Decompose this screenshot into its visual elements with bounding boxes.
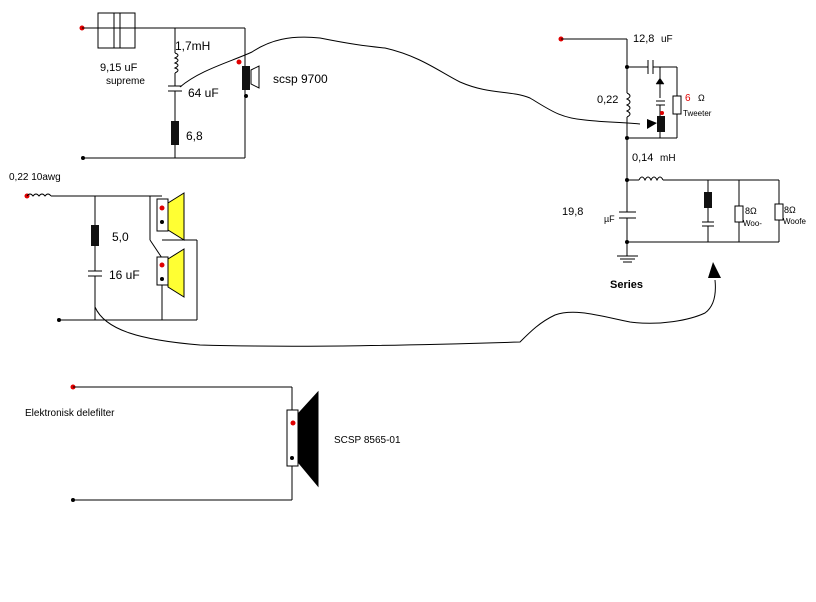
- woofer2-label: Woofe: [783, 217, 807, 226]
- woofer-bottom-label: SCSP 8565-01: [334, 435, 401, 446]
- mid-left-circuit: 0,22 10awg 5,0 16 uF: [9, 172, 198, 322]
- woofer-zobel-resistor: [704, 192, 712, 208]
- res-tweeter-unit: Ω: [698, 93, 705, 103]
- res-woofer1-label: 8Ω: [745, 206, 757, 216]
- cap-right-top-label: 12,8: [633, 33, 654, 45]
- woofer1-label: Woo-: [743, 219, 762, 228]
- inductor-0-14mh: [638, 176, 664, 182]
- tweeter-scsp-9700: [236, 59, 260, 98]
- capacitor-9-15uf: [97, 12, 136, 49]
- cap-right-low-unit: µF: [604, 214, 615, 224]
- res-tweeter-value: 6: [685, 93, 691, 104]
- cap-top-brand: supreme: [106, 76, 145, 87]
- tweeter-right-label: Tweeter: [683, 109, 712, 118]
- tweeter-6-ohm-resistor: [672, 95, 682, 115]
- ind-right-label: 0,22: [597, 94, 618, 106]
- woofer-scsp-8565: [286, 390, 319, 488]
- res-top-label: 6,8: [186, 129, 203, 143]
- inductor-1-7mh: [173, 52, 179, 74]
- cap-top-label: 9,15 uF: [100, 62, 138, 74]
- cap-mid-label: 64 uF: [188, 86, 219, 100]
- tweeter-right: [657, 116, 665, 132]
- midrange-speaker-1: [156, 192, 185, 241]
- midrange-speaker-2: [156, 248, 185, 298]
- electronic-crossover-label: Elektronisk delefilter: [25, 408, 115, 419]
- wire-gauge-label: 0,22 10awg: [9, 172, 61, 183]
- cap-low-label: 16 uF: [109, 268, 140, 282]
- ind-right-mid-value: 0,14: [632, 152, 653, 164]
- inductor-0-22-right: [625, 92, 631, 118]
- capacitor-16uf: [88, 270, 102, 277]
- cap-right-low-label: 19,8: [562, 206, 583, 218]
- res-mid-label: 5,0: [112, 230, 129, 244]
- resistor-6-8: [171, 121, 179, 145]
- ground-arrow: [708, 262, 721, 278]
- woofer1-resistor: [734, 205, 744, 223]
- woofer2-resistor: [774, 203, 784, 221]
- series-label: Series: [610, 279, 643, 291]
- bottom-circuit: Elektronisk delefilter SCSP 8565-01: [25, 384, 401, 502]
- cap-right-top-unit: uF: [661, 34, 673, 45]
- hand-drawn-wire-bottom: [94, 279, 716, 347]
- ind-right-mid-unit: mH: [660, 153, 676, 164]
- inductor-top-label: 1,7mH: [175, 39, 210, 53]
- tweeter-top-label: scsp 9700: [273, 72, 328, 86]
- top-left-circuit: 9,15 uF supreme 1,7mH 64 uF 6,8 scsp: [79, 12, 328, 160]
- hand-drawn-wire-top: [179, 36, 641, 125]
- resistor-5-0: [91, 225, 99, 246]
- res-woofer2-label: 8Ω: [784, 205, 796, 215]
- inductor-0-22: [26, 193, 52, 197]
- right-circuit: 12,8 uF 6 Ω Tweeter 0,22 0,14 mH: [558, 33, 807, 291]
